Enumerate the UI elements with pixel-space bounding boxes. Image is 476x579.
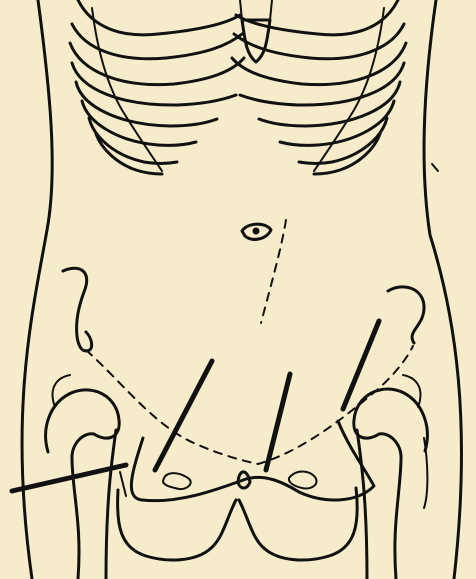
left-trochanter xyxy=(53,375,70,407)
left-femur-shaft xyxy=(106,430,116,579)
left-obturator xyxy=(163,473,191,489)
center-rod xyxy=(266,374,290,470)
right-rib-cage xyxy=(232,0,406,174)
sternum-lines xyxy=(240,0,272,20)
pubic-symphysis xyxy=(131,421,374,501)
right-rod xyxy=(343,321,379,409)
navel-center xyxy=(253,228,260,235)
left-rib-cage xyxy=(70,0,244,174)
left-long-rod xyxy=(155,361,212,470)
right-obturator xyxy=(289,472,317,489)
left-inner-support-line xyxy=(120,472,126,496)
right-side-mark xyxy=(432,164,438,171)
right-iliac-crest xyxy=(388,287,424,343)
right-body-outline xyxy=(424,0,461,579)
right-trochanter xyxy=(403,375,420,407)
left-iliac-crest xyxy=(63,268,92,351)
left-body-outline xyxy=(22,0,52,579)
